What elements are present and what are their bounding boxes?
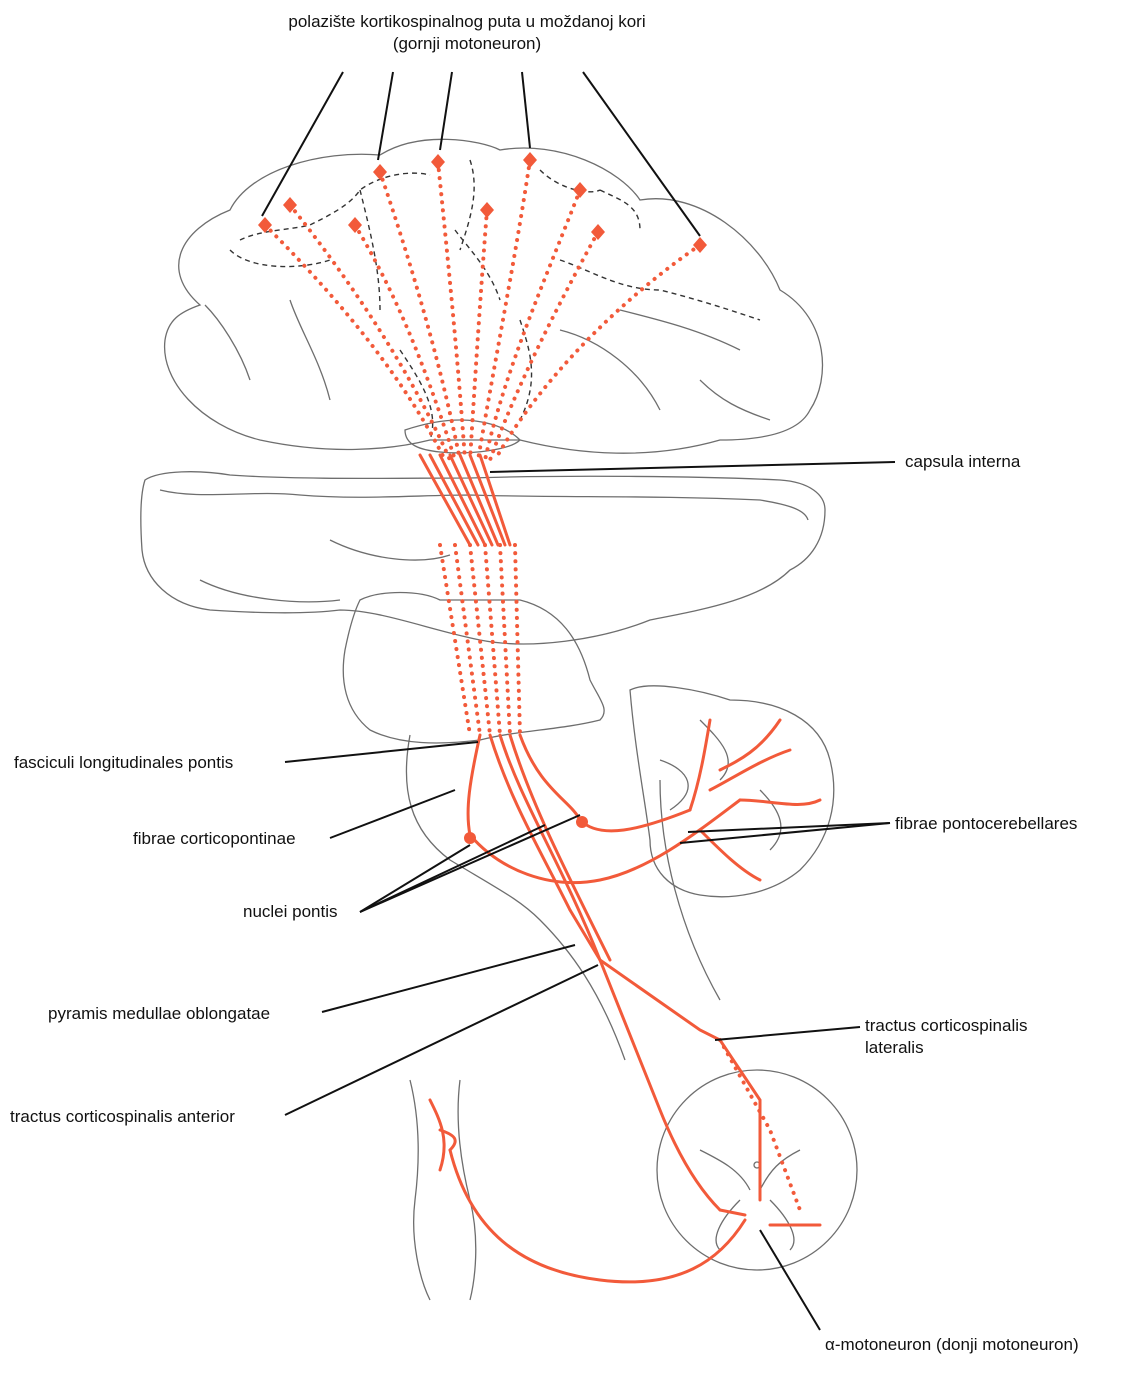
leader-fasciculi: [285, 742, 478, 762]
label-alpha-motoneuron: α-motoneuron (donji motoneuron): [825, 1335, 1079, 1355]
top-title-line1: polazište kortikospinalnog puta u moždan…: [252, 12, 682, 32]
leader-lateralis: [715, 1027, 860, 1040]
label-tractus-anterior: tractus corticospinalis anterior: [10, 1107, 235, 1127]
leader-top-1: [262, 72, 343, 216]
cerebral-cortex: [165, 139, 823, 453]
leader-top-3: [440, 72, 452, 150]
leader-pontocerebellares-1: [688, 823, 890, 832]
label-nuclei-pontis: nuclei pontis: [243, 902, 338, 922]
leader-top-5: [583, 72, 700, 236]
leader-capsula: [490, 462, 895, 472]
leader-alpha: [760, 1230, 820, 1330]
label-capsula-interna: capsula interna: [905, 452, 1020, 472]
leader-pontocerebellares-2: [680, 823, 890, 843]
label-tractus-lateralis-2: lateralis: [865, 1038, 924, 1058]
leader-anterior: [285, 965, 598, 1115]
leader-nuclei-3: [360, 845, 470, 912]
label-fibrae-pontocerebellares: fibrae pontocerebellares: [895, 814, 1077, 834]
leader-corticopontinae: [330, 790, 455, 838]
label-fasciculi: fasciculi longitudinales pontis: [14, 753, 233, 773]
label-pyramis: pyramis medullae oblongatae: [48, 1004, 270, 1024]
muscle: [410, 1080, 476, 1300]
label-tractus-lateralis-1: tractus corticospinalis: [865, 1016, 1028, 1036]
brainstem: [343, 593, 720, 1061]
leader-top-4: [522, 72, 530, 148]
leader-lines: [262, 72, 895, 1330]
label-fibrae-corticopontinae: fibrae corticopontinae: [133, 829, 296, 849]
leader-pyramis: [322, 945, 575, 1012]
corticospinal-pathway: [258, 152, 820, 1282]
top-title-line2: (gornji motoneuron): [252, 34, 682, 54]
spinal-cord: [657, 1070, 857, 1270]
brain-section: [141, 472, 825, 644]
leader-top-2: [378, 72, 393, 160]
